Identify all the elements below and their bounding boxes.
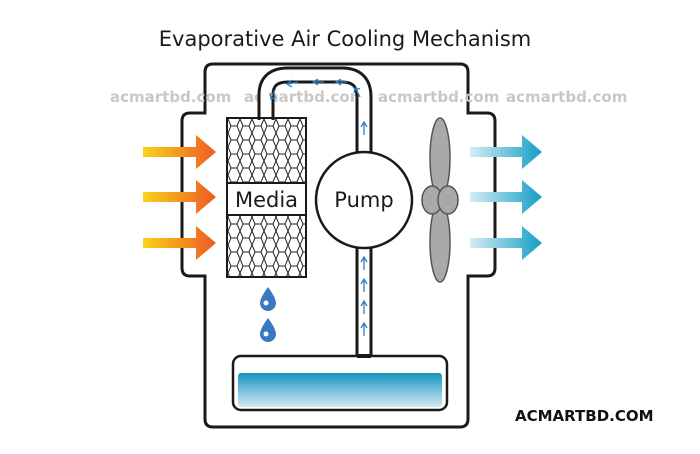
pump-label: Pump: [334, 188, 393, 212]
water-tank: [231, 354, 449, 412]
fan-icon: [421, 117, 459, 283]
hot-air-in-arrows: [143, 135, 216, 260]
pump: Pump: [314, 150, 414, 250]
water-drop-icon: [260, 287, 276, 342]
watermark: acmartbd.com: [110, 88, 231, 106]
water-pipe: [257, 66, 373, 360]
media-label: Media: [235, 188, 298, 212]
cooling-media-pad: Media: [226, 117, 307, 278]
watermark: acmartbd.com: [378, 88, 499, 106]
brand-text: ACMARTBD.COM: [515, 407, 654, 425]
cool-air-out-arrows: [470, 135, 542, 260]
diagram-title: Evaporative Air Cooling Mechanism: [159, 27, 532, 51]
watermark: acmartbd.com: [506, 88, 627, 106]
